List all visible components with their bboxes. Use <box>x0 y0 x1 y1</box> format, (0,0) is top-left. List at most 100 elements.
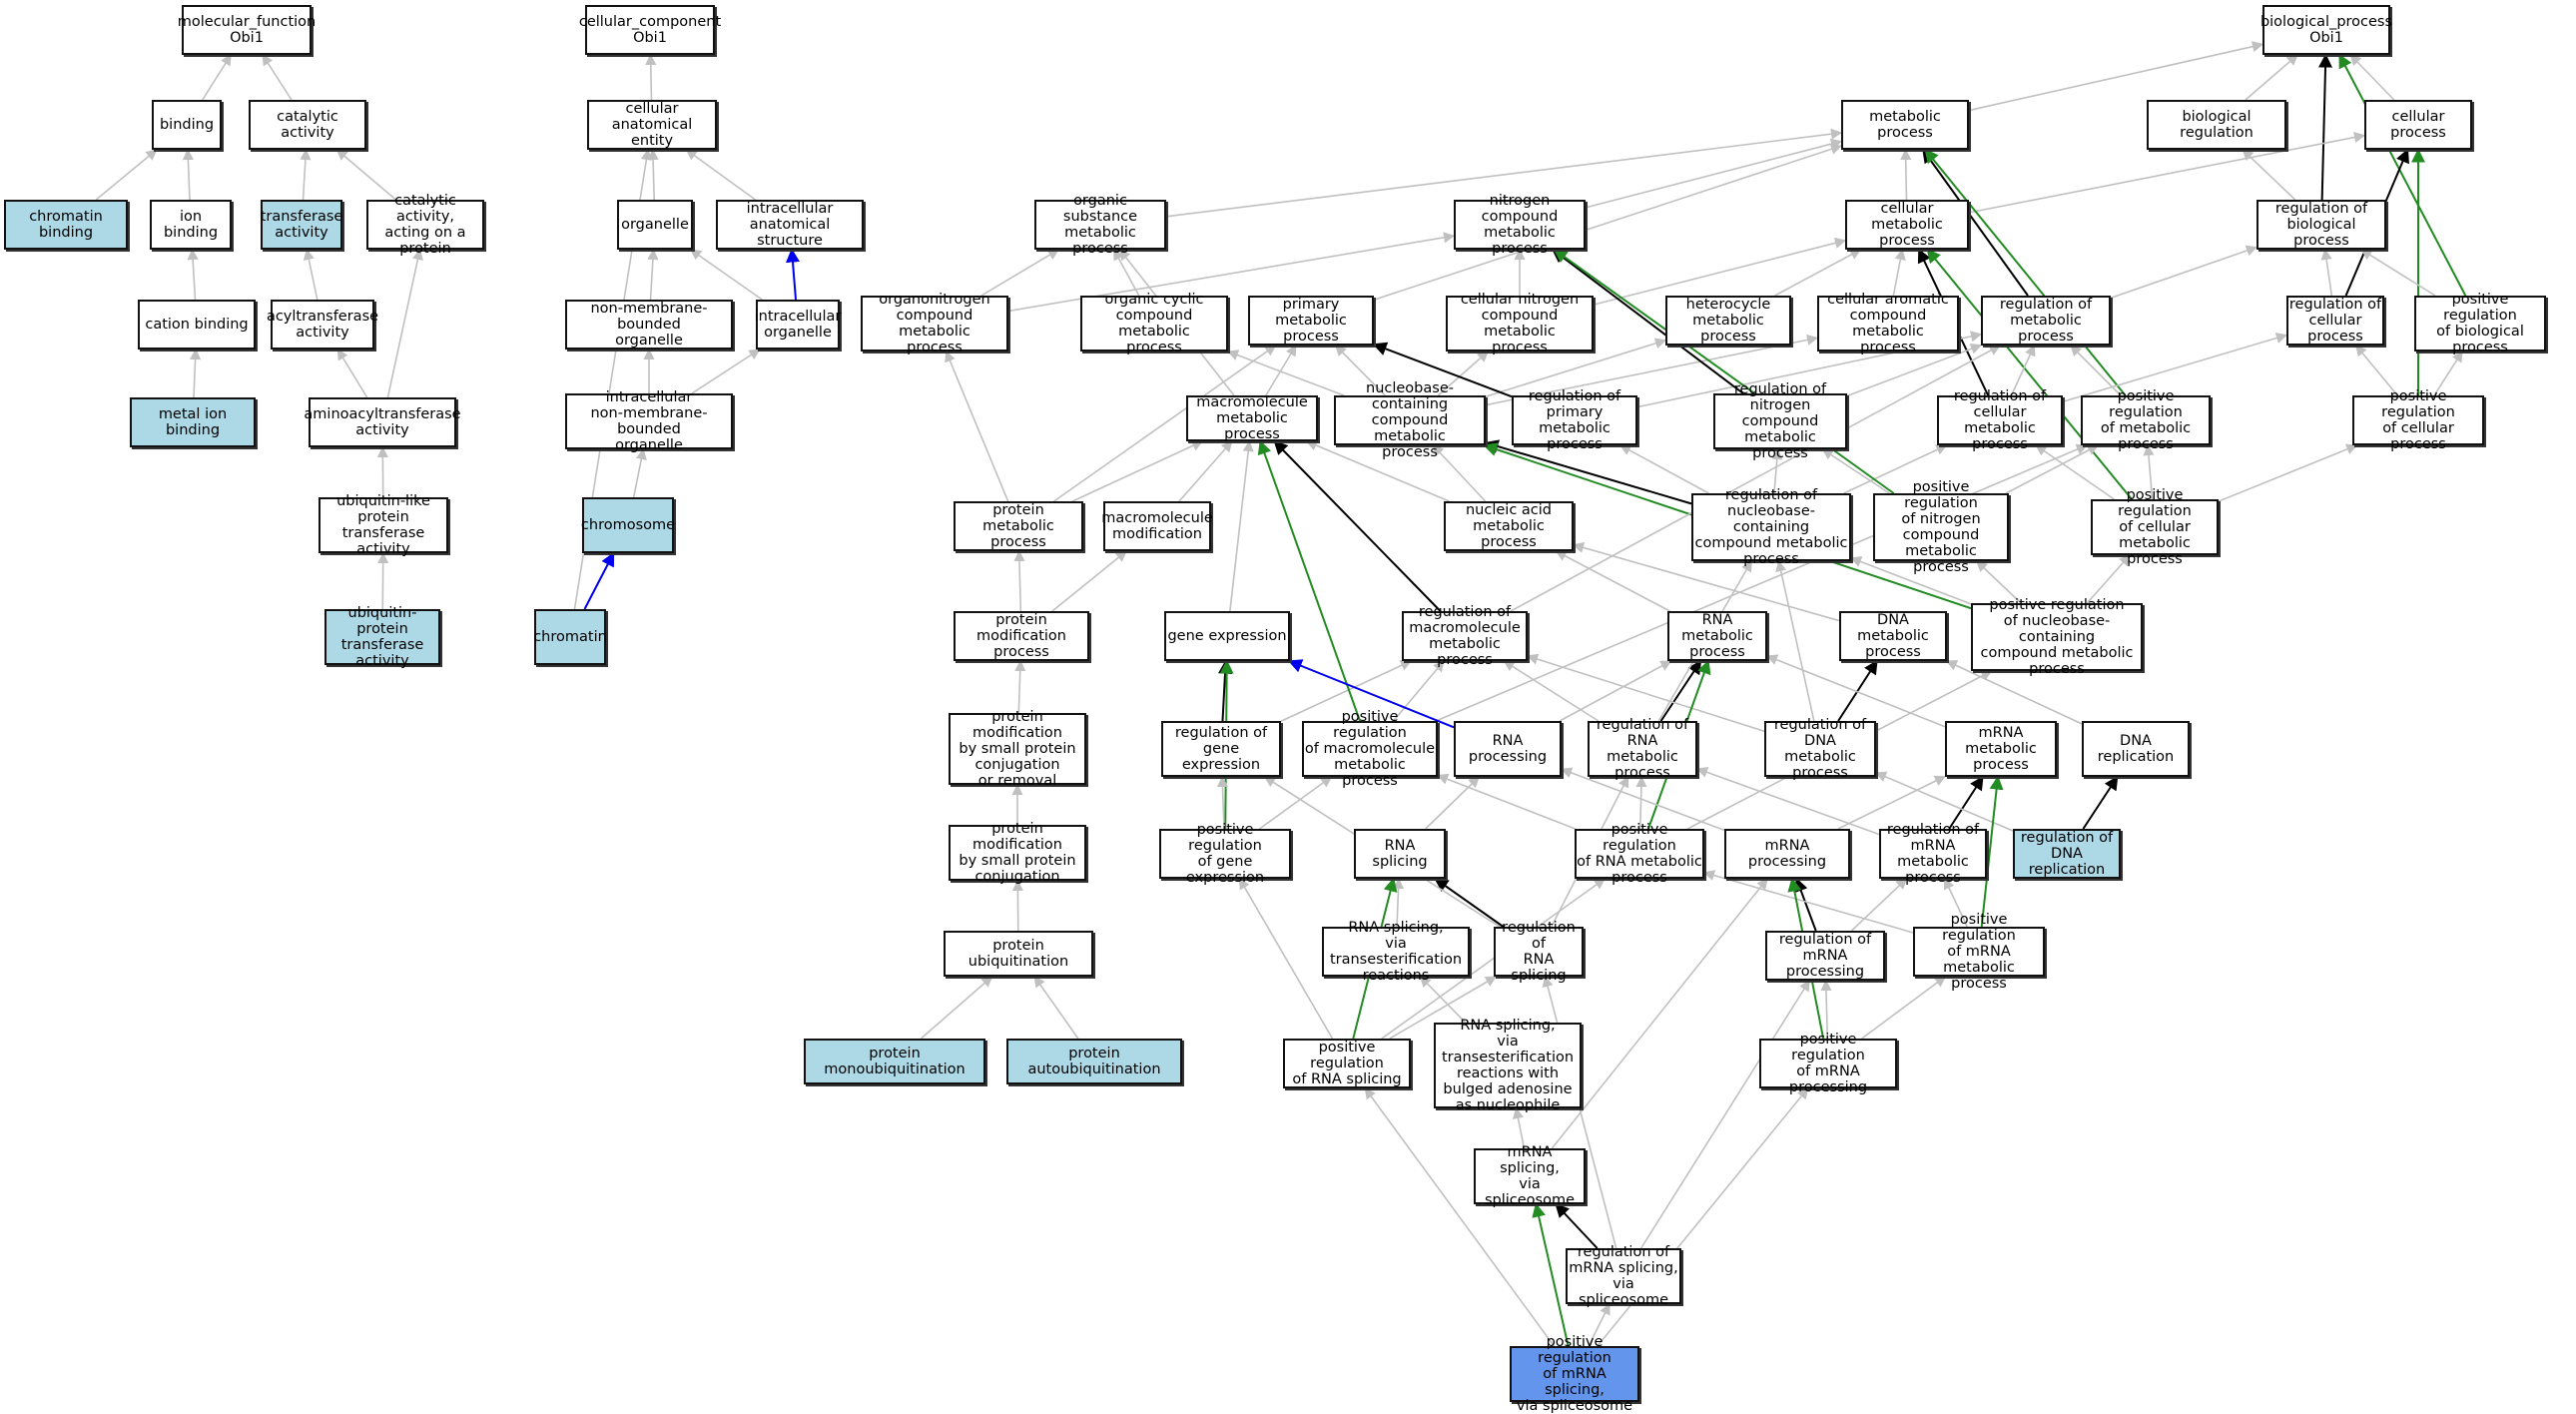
go-term-hmp[interactable]: heterocycle metabolic process <box>1665 296 1791 346</box>
go-term-rnamp[interactable]: RNA metabolic process <box>1667 611 1767 661</box>
go-term-ncmp[interactable]: nitrogen compound metabolic process <box>1454 200 1586 250</box>
go-term-acyltrans[interactable]: acyltransferase activity <box>271 300 374 350</box>
go-term-prcmp[interactable]: positive regulation of cellular metaboli… <box>2091 499 2219 555</box>
go-term-chromatin[interactable]: chromatin <box>534 609 606 665</box>
go-term-mrnaproc[interactable]: mRNA processing <box>1724 829 1850 879</box>
go-term-prnbcmp[interactable]: positive regulation of nucleobase-contai… <box>1971 603 2143 671</box>
go-term-pmodp[interactable]: protein modification process <box>954 611 1089 661</box>
go-term-ias[interactable]: intracellular anatomical structure <box>716 200 864 250</box>
go-term-prrnamp[interactable]: positive regulation of RNA metabolic pro… <box>1575 829 1704 879</box>
go-term-dnamp[interactable]: DNA metabolic process <box>1839 611 1947 661</box>
go-term-io[interactable]: intracellular organelle <box>756 300 840 350</box>
edge-gexp-to-mmp <box>1230 441 1249 611</box>
edge-rbp-to-bp <box>2322 55 2326 200</box>
edge-prmrnaproc-to-rmrnaproc <box>1826 981 1828 1039</box>
go-term-binding[interactable]: binding <box>152 100 222 150</box>
go-term-osmp[interactable]: organic substance metabolic process <box>1034 200 1166 250</box>
go-term-prbp[interactable]: positive regulation of biological proces… <box>2414 296 2546 352</box>
go-term-ublike[interactable]: ubiquitin-like protein transferase activ… <box>319 497 448 553</box>
go-term-nbcmp[interactable]: nucleobase-containing compound metabolic… <box>1334 395 1486 445</box>
go-term-prncmp[interactable]: positive regulation of nitrogen compound… <box>1873 493 2009 561</box>
go-term-rdnamp[interactable]: regulation of DNA metabolic process <box>1764 721 1876 777</box>
edge-pautoubi-to-protubi <box>1034 977 1078 1039</box>
go-term-prmp[interactable]: positive regulation of metabolic process <box>2081 395 2211 445</box>
go-term-rdnarep[interactable]: regulation of DNA replication <box>2013 829 2121 879</box>
go-term-rnaspl[interactable]: RNA splicing <box>1354 829 1446 879</box>
go-term-cellproc[interactable]: cellular process <box>2364 100 2472 150</box>
go-term-mrnamp[interactable]: mRNA metabolic process <box>1945 721 2057 777</box>
go-term-ubprot[interactable]: ubiquitin-protein transferase activity <box>324 609 440 665</box>
go-term-cationbind[interactable]: cation binding <box>138 300 256 350</box>
go-term-namp[interactable]: nucleic acid metabolic process <box>1444 501 1574 551</box>
go-term-cae[interactable]: cellular anatomical entity <box>587 100 717 150</box>
edge-prmmp-to-mmp <box>1260 441 1360 721</box>
go-term-rmrnamp[interactable]: regulation of mRNA metabolic process <box>1879 829 1987 879</box>
go-term-protubi[interactable]: protein ubiquitination <box>944 931 1093 977</box>
go-term-prmmp[interactable]: positive regulation of macromolecule met… <box>1302 721 1438 777</box>
go-term-cc[interactable]: cellular_component Obi1 <box>585 5 715 55</box>
edge-rnamp-to-namp <box>1557 551 1670 611</box>
edge-catalytic-to-mf <box>263 55 292 100</box>
go-term-mmp[interactable]: macromolecule metabolic process <box>1186 395 1318 441</box>
go-term-rsvtrba[interactable]: RNA splicing, via transesterification re… <box>1434 1023 1582 1108</box>
go-term-chrombind[interactable]: chromatin binding <box>4 200 128 250</box>
go-term-transferase[interactable]: transferase activity <box>261 200 342 250</box>
go-term-rcp[interactable]: regulation of cellular process <box>2286 296 2384 346</box>
go-term-msvs[interactable]: mRNA splicing, via spliceosome <box>1474 1148 1586 1204</box>
go-term-catprot[interactable]: catalytic activity, acting on a protein <box>366 200 484 250</box>
go-term-dnarep[interactable]: DNA replication <box>2082 721 2190 777</box>
go-term-rcmp[interactable]: regulation of cellular metabolic process <box>1937 395 2063 445</box>
go-term-metalion[interactable]: metal ion binding <box>130 397 256 447</box>
go-term-rrnaspl[interactable]: regulation of RNA splicing <box>1494 927 1584 977</box>
go-term-rrnamp[interactable]: regulation of RNA metabolic process <box>1588 721 1697 777</box>
go-term-prrnaspl[interactable]: positive regulation of RNA splicing <box>1283 1039 1411 1088</box>
go-term-ocmp[interactable]: organonitrogen compound metabolic proces… <box>861 296 1008 352</box>
go-term-prge[interactable]: positive regulation of gene expression <box>1159 829 1291 879</box>
go-term-prcp[interactable]: positive regulation of cellular process <box>2352 395 2484 445</box>
go-term-prmrnaproc[interactable]: positive regulation of mRNA processing <box>1759 1039 1897 1088</box>
go-term-rnaproc[interactable]: RNA processing <box>1454 721 1562 777</box>
go-term-cacmp[interactable]: cellular aromatic compound metabolic pro… <box>1817 296 1959 352</box>
go-term-catalytic[interactable]: catalytic activity <box>249 100 366 150</box>
go-term-occmp[interactable]: organic cyclic compound metabolic proces… <box>1080 296 1228 352</box>
edge-nbcmp-to-occmp <box>1228 352 1344 395</box>
go-term-cncmp[interactable]: cellular nitrogen compound metabolic pro… <box>1446 296 1594 352</box>
go-term-rmp[interactable]: regulation of metabolic process <box>1981 296 2111 346</box>
edge-binding-to-mf <box>203 55 231 100</box>
go-term-rpmp[interactable]: regulation of primary metabolic process <box>1512 395 1637 445</box>
go-term-bioreg[interactable]: biological regulation <box>2147 100 2286 150</box>
go-term-metproc[interactable]: metabolic process <box>1841 100 1969 150</box>
go-term-aminoacyl[interactable]: aminoacyltransferase activity <box>309 397 456 447</box>
go-term-cmp[interactable]: cellular metabolic process <box>1845 200 1969 250</box>
go-term-rmsvs[interactable]: regulation of mRNA splicing, via spliceo… <box>1566 1248 1681 1304</box>
go-term-pmonoubi[interactable]: protein monoubiquitination <box>804 1039 985 1084</box>
go-term-pmp[interactable]: primary metabolic process <box>1248 296 1374 346</box>
go-term-ionbind[interactable]: ion binding <box>150 200 232 250</box>
go-term-pautoubi[interactable]: protein autoubiquitination <box>1006 1039 1182 1084</box>
edge-hmp-to-cmp <box>1775 250 1861 296</box>
go-term-prmsvs[interactable]: positive regulation of mRNA splicing, vi… <box>1510 1346 1639 1402</box>
go-term-pmspc[interactable]: protein modification by small protein co… <box>949 825 1086 881</box>
go-term-organelle[interactable]: organelle <box>617 200 693 250</box>
go-term-rsvtr[interactable]: RNA splicing, via transesterification re… <box>1322 927 1470 977</box>
go-term-gexp[interactable]: gene expression <box>1164 611 1290 661</box>
go-term-rbp[interactable]: regulation of biological process <box>2256 200 2386 250</box>
edge-prmp-to-metproc <box>1925 150 2125 395</box>
go-term-inmbo[interactable]: intracellular non-membrane-bounded organ… <box>565 393 733 449</box>
go-term-rmrnaproc[interactable]: regulation of mRNA processing <box>1765 931 1885 981</box>
go-term-prmrnamp[interactable]: positive regulation of mRNA metabolic pr… <box>1913 927 2045 977</box>
go-term-pmsp[interactable]: protein modification by small protein co… <box>949 713 1086 785</box>
go-term-protmp[interactable]: protein metabolic process <box>954 501 1083 551</box>
edge-rnaproc-to-rnamp <box>1560 661 1671 721</box>
go-term-chromosome[interactable]: chromosome <box>582 497 674 553</box>
go-term-mmod[interactable]: macromolecule modification <box>1103 501 1211 551</box>
go-term-rncmp[interactable]: regulation of nitrogen compound metaboli… <box>1713 393 1847 449</box>
edge-pmp-to-metproc <box>1374 146 1841 300</box>
go-term-rmmp[interactable]: regulation of macromolecule metabolic pr… <box>1402 611 1528 661</box>
edge-metalion-to-cationbind <box>194 350 196 397</box>
go-term-nmbo[interactable]: non-membrane-bounded organelle <box>565 300 733 350</box>
go-term-rnbcmp[interactable]: regulation of nucleobase-containing comp… <box>1691 493 1851 561</box>
go-term-mf[interactable]: molecular_function Obi1 <box>182 5 312 55</box>
go-term-rge[interactable]: regulation of gene expression <box>1161 721 1281 777</box>
go-term-bp[interactable]: biological_process Obi1 <box>2262 5 2390 55</box>
